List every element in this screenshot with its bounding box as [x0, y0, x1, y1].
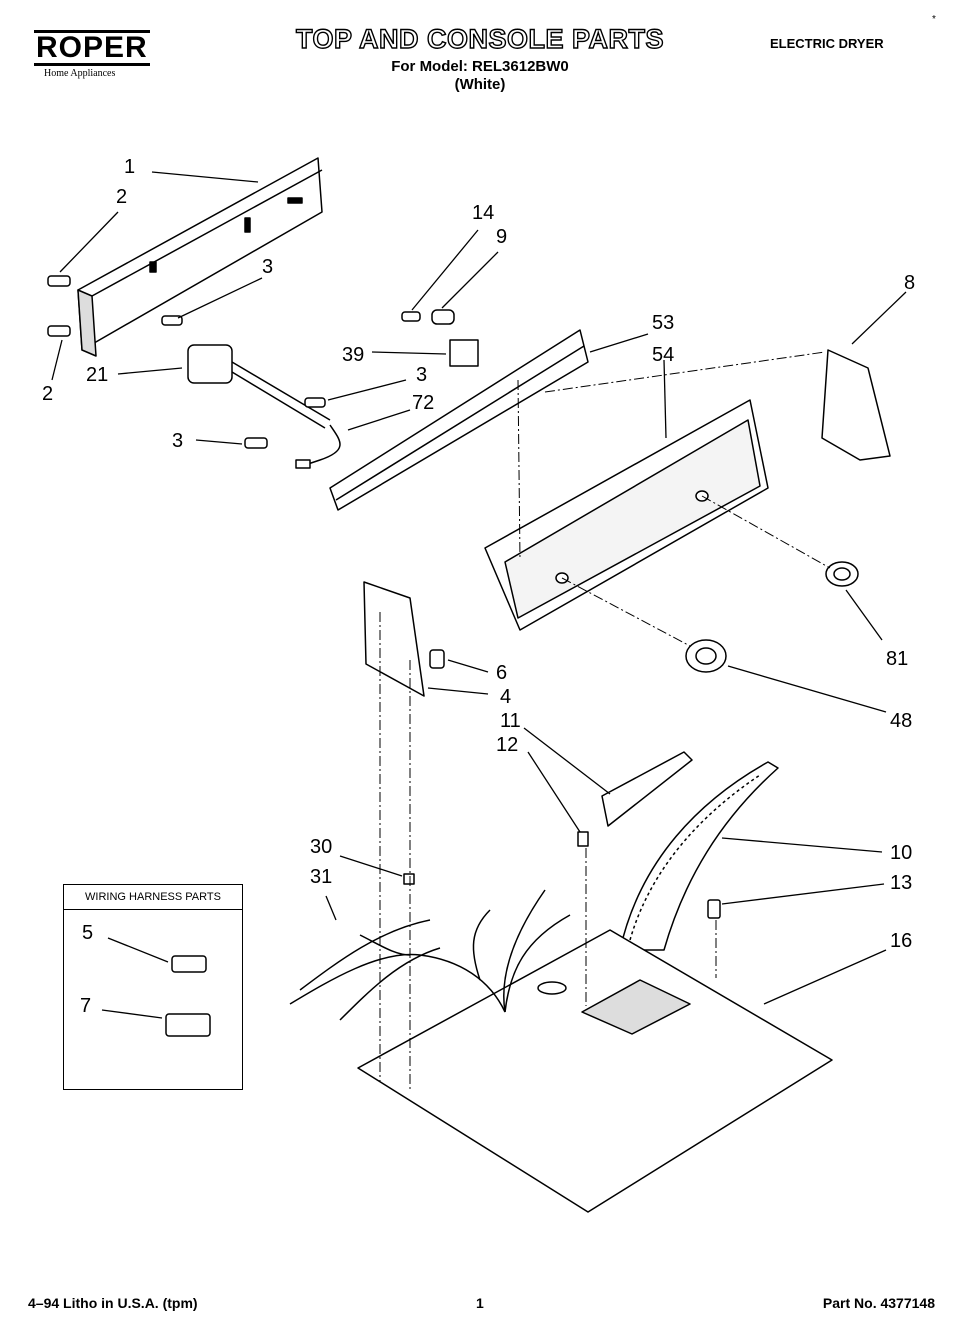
callout-7: 7 — [80, 995, 92, 1017]
part-21-timer — [187, 344, 331, 429]
part-number: Part No. 4377148 — [822, 1295, 935, 1311]
part-53-bracket — [329, 329, 589, 511]
brand-tagline: Home Appliances — [44, 68, 116, 79]
callout-3b: 3 — [416, 364, 428, 386]
part-8-endcap — [821, 349, 891, 461]
wiring-harness-panel: WIRING HARNESS PARTS — [63, 884, 243, 1090]
part-13-screw — [707, 899, 721, 919]
callout-72: 72 — [412, 392, 435, 414]
model-info: For Model: REL3612BW0 (White) — [330, 58, 630, 94]
part-2-screws — [47, 275, 71, 337]
product-type: ELECTRIC DRYER — [770, 36, 884, 51]
callout-12: 12 — [496, 734, 519, 756]
callout-5: 5 — [82, 922, 94, 944]
litho-note: 4–94 Litho in U.S.A. (tpm) — [28, 1295, 198, 1311]
callout-3c: 3 — [172, 430, 184, 452]
callout-9: 9 — [496, 226, 508, 248]
callout-2b: 2 — [42, 383, 54, 405]
part-14-screw — [401, 311, 421, 322]
corner-mark: * — [932, 14, 936, 25]
part-11-lint-screen — [601, 751, 693, 827]
part-4-side-cap — [363, 581, 425, 697]
leader-lines — [51, 171, 907, 1019]
part-5-connector — [171, 955, 207, 973]
callout-39: 39 — [342, 344, 365, 366]
part-31-harness — [289, 889, 571, 1021]
callout-2: 2 — [116, 186, 128, 208]
part-3-screw-c — [244, 437, 268, 449]
callout-81: 81 — [886, 648, 909, 670]
alignment-lines — [379, 351, 831, 1090]
callout-4: 4 — [500, 686, 512, 708]
color-line: (White) — [454, 76, 506, 93]
page-number: 1 — [476, 1295, 484, 1311]
callout-21: 21 — [86, 364, 109, 386]
callout-30: 30 — [310, 836, 333, 858]
callout-53: 53 — [652, 312, 675, 334]
callout-6: 6 — [496, 662, 508, 684]
callout-54: 54 — [652, 344, 675, 366]
part-39-switch — [449, 339, 479, 367]
part-72-wire — [295, 424, 341, 469]
part-3-screw — [161, 315, 183, 326]
callout-8: 8 — [904, 272, 916, 294]
part-1-rear-panel — [77, 157, 323, 357]
callout-16: 16 — [890, 930, 913, 952]
wiring-harness-title: WIRING HARNESS PARTS — [64, 885, 242, 910]
part-81-knob — [825, 561, 859, 587]
part-54-console — [484, 399, 769, 631]
part-3-screw-b — [304, 397, 326, 408]
part-9-clip — [431, 309, 455, 325]
harness-box-parts — [165, 955, 211, 1037]
brand-name: ROPER — [34, 30, 150, 66]
callout-11: 11 — [500, 710, 521, 732]
page-title: TOP AND CONSOLE PARTS — [295, 23, 665, 54]
part-6-screw — [429, 649, 445, 669]
part-7-connector — [165, 1013, 211, 1037]
callout-14: 14 — [472, 202, 495, 224]
part-12-clip — [577, 831, 589, 847]
part-16-top — [357, 929, 833, 1213]
callout-3: 3 — [262, 256, 274, 278]
part-48-knob — [685, 639, 727, 673]
part-30-clip — [403, 873, 415, 885]
callout-48: 48 — [890, 710, 913, 732]
callout-10: 10 — [890, 842, 913, 864]
callout-1: 1 — [124, 156, 136, 178]
callout-31: 31 — [310, 866, 333, 888]
callout-13: 13 — [890, 872, 913, 894]
part-10-exhaust-duct — [619, 761, 779, 951]
roper-logo: ROPER Home Appliances — [34, 30, 174, 79]
model-line: For Model: REL3612BW0 — [391, 58, 569, 75]
